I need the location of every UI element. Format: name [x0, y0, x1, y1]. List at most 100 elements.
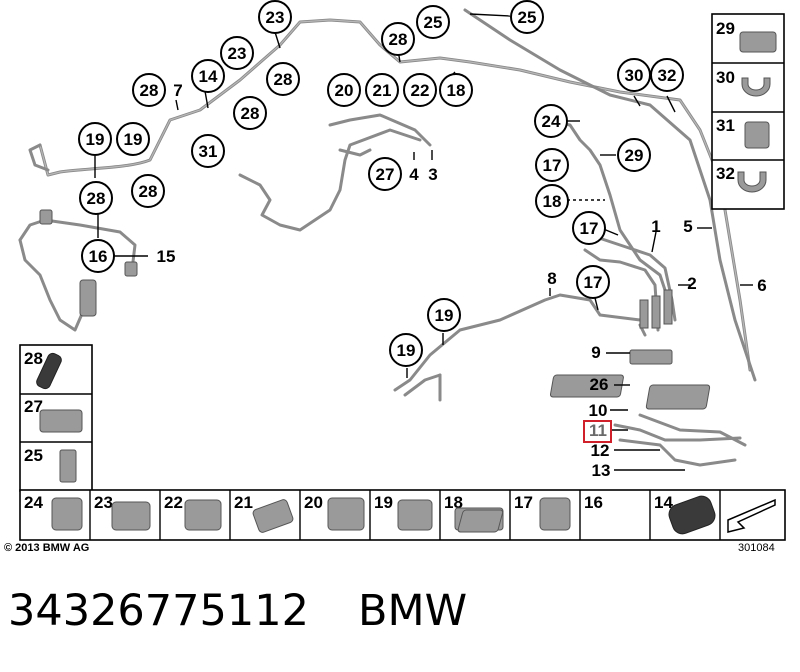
svg-text:28: 28	[139, 182, 158, 201]
callout-18b: 18	[535, 184, 569, 218]
svg-text:18: 18	[447, 81, 466, 100]
callout-28c: 28	[132, 73, 166, 107]
strip-label-19: 19	[374, 493, 393, 512]
svg-text:19: 19	[397, 341, 416, 360]
callout-24: 24	[534, 104, 568, 138]
svg-text:24: 24	[542, 112, 561, 131]
hose-14-icon	[668, 495, 716, 535]
svg-text:17: 17	[543, 156, 562, 175]
callout-labels: 23 25 25 28 23 28 14 7 28 28 20 21 22 18…	[78, 0, 767, 480]
clip-31-icon	[744, 121, 770, 149]
svg-text:28: 28	[241, 104, 260, 123]
callout-18a: 18	[439, 73, 473, 107]
callout-25a: 25	[416, 5, 450, 39]
arrow-icon	[727, 498, 776, 533]
callout-28a: 28	[381, 22, 415, 56]
svg-text:27: 27	[376, 165, 395, 184]
callout-28d: 28	[233, 96, 267, 130]
label-5: 5	[683, 217, 692, 236]
svg-text:3: 3	[428, 165, 437, 184]
label-8: 8	[547, 269, 556, 288]
callout-16: 16	[81, 239, 115, 273]
svg-text:6: 6	[757, 276, 766, 295]
left-label-28: 28	[24, 349, 43, 368]
bottom-parts-strip: 24 23 22 21 20 19 18 17 16 14	[19, 489, 786, 541]
callout-28f: 28	[131, 174, 165, 208]
svg-text:9: 9	[591, 343, 600, 362]
diagram-components	[39, 209, 711, 410]
label-9: 9	[591, 343, 600, 362]
svg-text:7: 7	[173, 81, 182, 100]
svg-text:25: 25	[518, 8, 537, 27]
label-26: 26	[590, 375, 609, 394]
panel-label-31: 31	[716, 116, 735, 135]
svg-text:14: 14	[199, 67, 218, 86]
svg-text:25: 25	[424, 13, 443, 32]
label-2: 2	[687, 274, 696, 293]
svg-text:28: 28	[274, 70, 293, 89]
svg-text:4: 4	[409, 165, 419, 184]
callout-28e: 28	[79, 181, 113, 215]
label-1: 1	[651, 217, 660, 236]
part-number: 34326775112	[8, 586, 309, 636]
copyright-notice: © 2013 BMW AG	[4, 542, 90, 554]
callout-23b: 23	[220, 36, 254, 70]
clip-30-icon	[741, 77, 771, 97]
clip-22-icon	[184, 499, 222, 531]
spacer-25-icon	[59, 449, 77, 483]
strip-label-20: 20	[304, 493, 323, 512]
svg-text:17: 17	[580, 219, 599, 238]
callout-17a: 17	[535, 148, 569, 182]
label-12: 12	[591, 441, 610, 460]
strip-label-22: 22	[164, 493, 183, 512]
svg-text:26: 26	[590, 375, 609, 394]
svg-text:8: 8	[547, 269, 556, 288]
clip-23-icon	[111, 501, 151, 531]
svg-text:19: 19	[86, 130, 105, 149]
callout-30: 30	[617, 58, 651, 92]
svg-text:10: 10	[589, 401, 608, 420]
callout-19a: 19	[78, 122, 112, 156]
panel-label-32: 32	[716, 164, 735, 183]
clip-21-icon	[252, 499, 294, 533]
svg-text:20: 20	[335, 81, 354, 100]
callout-25b: 25	[510, 0, 544, 34]
svg-text:28: 28	[389, 30, 408, 49]
svg-text:11: 11	[589, 421, 607, 440]
svg-text:21: 21	[373, 81, 392, 100]
svg-text:19: 19	[435, 306, 454, 325]
svg-text:23: 23	[228, 44, 247, 63]
bracket-16-icon	[457, 509, 504, 533]
svg-text:23: 23	[266, 8, 285, 27]
svg-text:28: 28	[87, 189, 106, 208]
callout-20: 20	[327, 73, 361, 107]
label-3: 3	[428, 165, 437, 184]
brake-pipes	[18, 8, 757, 467]
svg-text:28: 28	[140, 81, 159, 100]
callout-22: 22	[403, 73, 437, 107]
svg-text:15: 15	[157, 247, 176, 266]
left-label-27: 27	[24, 397, 43, 416]
callout-23a: 23	[258, 0, 292, 34]
callout-29: 29	[617, 138, 651, 172]
svg-text:1: 1	[651, 217, 660, 236]
diagram-reference-number: 301084	[738, 542, 775, 554]
callout-14: 14	[191, 59, 225, 93]
svg-text:2: 2	[687, 274, 696, 293]
strip-label-16: 16	[584, 493, 603, 512]
label-7: 7	[173, 81, 182, 100]
label-13: 13	[592, 461, 611, 480]
label-15: 15	[157, 247, 176, 266]
brand-name: BMW	[358, 586, 468, 636]
callout-17b: 17	[572, 211, 606, 245]
label-6: 6	[757, 276, 766, 295]
strip-label-17: 17	[514, 493, 533, 512]
svg-text:19: 19	[124, 130, 143, 149]
callout-31: 31	[191, 134, 225, 168]
svg-text:30: 30	[625, 66, 644, 85]
panel-label-30: 30	[716, 68, 735, 87]
svg-text:29: 29	[625, 146, 644, 165]
strip-label-21: 21	[234, 493, 253, 512]
clip-17-icon	[539, 497, 571, 531]
